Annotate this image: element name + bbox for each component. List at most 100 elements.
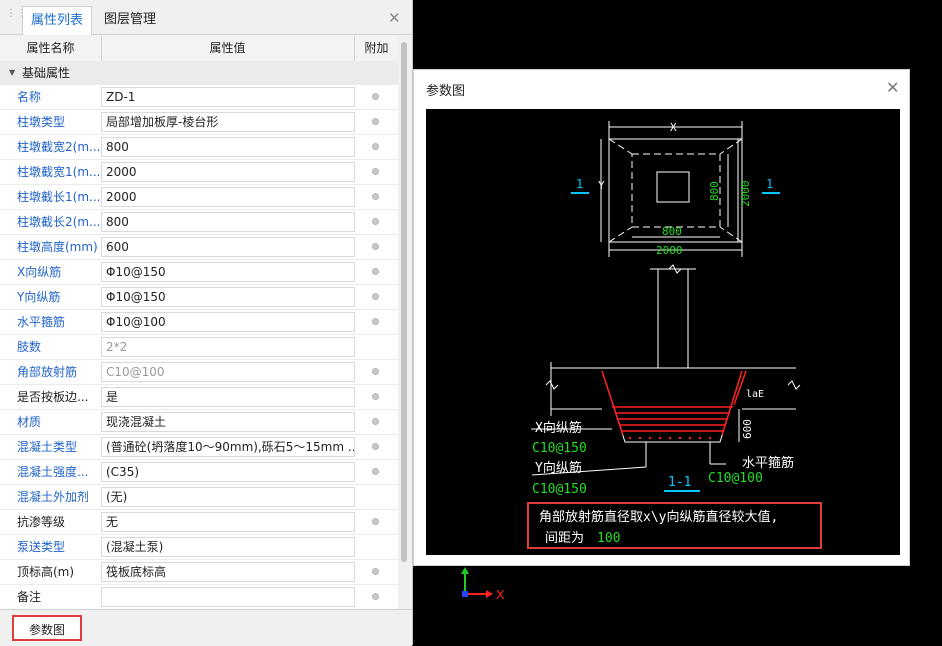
- property-value-field[interactable]: 600: [101, 237, 355, 257]
- table-row[interactable]: 肢数 2*2: [0, 335, 398, 360]
- property-name: 是否按板边...: [17, 390, 89, 404]
- table-row[interactable]: X向纵筋 Φ10@150: [0, 260, 398, 285]
- hoop-spec: C10@100: [708, 471, 763, 486]
- section-mark-right: 1: [766, 177, 773, 191]
- attach-indicator-icon[interactable]: [372, 268, 379, 275]
- attach-indicator-icon[interactable]: [372, 193, 379, 200]
- attach-indicator-icon[interactable]: [372, 593, 379, 600]
- table-row[interactable]: 顶标高(m)筏板底标高: [0, 560, 398, 585]
- property-value-field[interactable]: 800: [101, 212, 355, 232]
- attach-indicator-icon[interactable]: [372, 93, 379, 100]
- attach-indicator-icon[interactable]: [372, 468, 379, 475]
- property-name: X向纵筋: [17, 265, 62, 279]
- property-name: 柱墩截宽1(m...: [17, 165, 101, 179]
- property-value-field[interactable]: C10@100: [101, 362, 355, 382]
- attach-indicator-icon[interactable]: [372, 318, 379, 325]
- attach-indicator-icon[interactable]: [372, 143, 379, 150]
- panel-footer: 参数图: [0, 609, 412, 646]
- property-value-field[interactable]: (无): [101, 487, 355, 507]
- property-name: 泵送类型: [17, 540, 66, 554]
- property-value-field[interactable]: 2000: [101, 187, 355, 207]
- dim-2000-right: 2000: [739, 181, 752, 208]
- table-row[interactable]: 角部放射筋 C10@100: [0, 360, 398, 385]
- property-value-field[interactable]: 无: [101, 512, 355, 532]
- attach-indicator-icon[interactable]: [372, 168, 379, 175]
- dim-800-bottom: 800: [662, 225, 682, 238]
- property-name: 柱墩高度(mm): [17, 240, 98, 254]
- dim-2000-bottom: 2000: [656, 244, 683, 257]
- tab-properties[interactable]: 属性列表: [22, 6, 93, 35]
- property-value-field[interactable]: Φ10@100: [101, 312, 355, 332]
- property-value-field[interactable]: [101, 587, 355, 607]
- table-row[interactable]: 混凝土类型(普通砼(坍落度10～90mm),砾石5～15mm ...: [0, 435, 398, 460]
- tab-layers[interactable]: 图层管理: [104, 12, 157, 27]
- property-name: 混凝土外加剂: [17, 490, 90, 504]
- property-name: 角部放射筋: [17, 365, 78, 379]
- table-row[interactable]: 柱墩截宽2(m...800: [0, 135, 398, 160]
- property-value-field[interactable]: (C35): [101, 462, 355, 482]
- attach-indicator-icon[interactable]: [372, 518, 379, 525]
- note-line2-prefix: 间距为: [545, 531, 584, 546]
- table-row[interactable]: 混凝土强度...(C35): [0, 460, 398, 485]
- property-name: 柱墩类型: [17, 115, 66, 129]
- property-value-field[interactable]: 2*2: [101, 337, 355, 357]
- table-row[interactable]: 泵送类型 (混凝土泵): [0, 535, 398, 560]
- section-mark-left: 1: [576, 177, 583, 191]
- property-value-field[interactable]: (普通砼(坍落度10～90mm),砾石5～15mm ...: [101, 437, 355, 457]
- group-label: 基础属性: [22, 66, 71, 80]
- table-row[interactable]: 柱墩高度(mm)600: [0, 235, 398, 260]
- property-value-field[interactable]: 局部增加板厚-棱台形: [101, 112, 355, 132]
- property-value-field[interactable]: Φ10@150: [101, 262, 355, 282]
- table-row[interactable]: 柱墩类型 局部增加板厚-棱台形: [0, 110, 398, 135]
- attach-indicator-icon[interactable]: [372, 243, 379, 250]
- attach-indicator-icon[interactable]: [372, 443, 379, 450]
- collapse-arrow-icon[interactable]: ▼: [9, 68, 16, 77]
- attach-indicator-icon[interactable]: [372, 368, 379, 375]
- hoop-label: 水平箍筋: [742, 455, 794, 471]
- table-row[interactable]: 柱墩截长1(m...2000: [0, 185, 398, 210]
- property-name: 柱墩截宽2(m...: [17, 140, 101, 154]
- scrollbar-thumb[interactable]: [401, 42, 407, 562]
- vertical-scrollbar[interactable]: [398, 36, 410, 608]
- property-value-field[interactable]: 是: [101, 387, 355, 407]
- table-row[interactable]: 抗渗等级无: [0, 510, 398, 535]
- dialog-title: 参数图: [426, 84, 466, 99]
- attach-indicator-icon[interactable]: [372, 418, 379, 425]
- table-row[interactable]: 备注: [0, 585, 398, 610]
- table-row[interactable]: Y向纵筋 Φ10@150: [0, 285, 398, 310]
- height-600-label: 600: [741, 419, 754, 439]
- rebar-dots: [628, 436, 712, 440]
- property-name: 柱墩截长1(m...: [17, 190, 101, 204]
- attach-indicator-icon[interactable]: [372, 393, 379, 400]
- property-value-field[interactable]: (混凝土泵): [101, 537, 355, 557]
- attach-indicator-icon[interactable]: [372, 568, 379, 575]
- group-basic-properties[interactable]: ▼ 基础属性: [0, 61, 398, 85]
- attach-indicator-icon[interactable]: [372, 118, 379, 125]
- param-diagram-button[interactable]: 参数图: [12, 615, 82, 641]
- section-title: 1-1: [668, 475, 691, 490]
- property-value-field[interactable]: 筏板底标高: [101, 562, 355, 582]
- table-row[interactable]: 柱墩截宽1(m...2000: [0, 160, 398, 185]
- table-row[interactable]: 材质现浇混凝土: [0, 410, 398, 435]
- table-row[interactable]: 柱墩截长2(m...800: [0, 210, 398, 235]
- panel-tab-bar: ⋮⋮ 属性列表 图层管理 ✕: [0, 0, 412, 35]
- attach-indicator-icon[interactable]: [372, 293, 379, 300]
- property-value-field[interactable]: ZD-1: [101, 87, 355, 107]
- property-value-field[interactable]: 现浇混凝土: [101, 412, 355, 432]
- property-value-field[interactable]: Φ10@150: [101, 287, 355, 307]
- table-row[interactable]: 是否按板边... 是: [0, 385, 398, 410]
- property-name: 肢数: [17, 340, 42, 354]
- drag-grip-icon[interactable]: ⋮⋮: [6, 8, 28, 19]
- param-drawing-canvas: X Y 800 2000 800 2000 1 1: [426, 109, 900, 555]
- close-icon[interactable]: ✕: [886, 78, 900, 97]
- property-value-field[interactable]: 800: [101, 137, 355, 157]
- property-name: Y向纵筋: [17, 290, 61, 304]
- close-icon[interactable]: ✕: [388, 9, 401, 27]
- table-row[interactable]: 混凝土外加剂 (无): [0, 485, 398, 510]
- property-value-field[interactable]: 2000: [101, 162, 355, 182]
- axis-x-label: X: [496, 587, 505, 602]
- dim-800-right: 800: [708, 181, 721, 201]
- attach-indicator-icon[interactable]: [372, 218, 379, 225]
